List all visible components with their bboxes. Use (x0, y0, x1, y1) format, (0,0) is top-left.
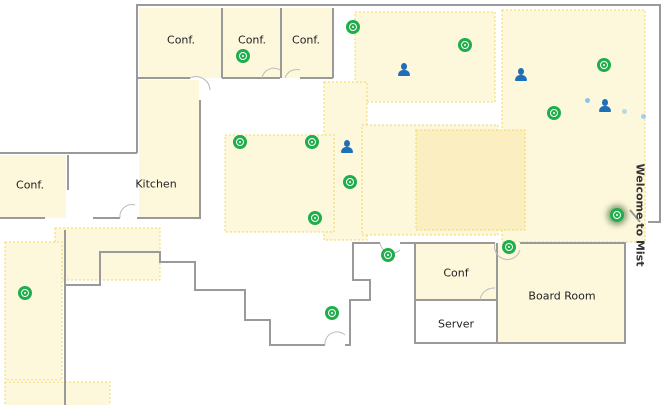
client-trail-dot (584, 97, 590, 103)
access-point-icon[interactable] (458, 38, 472, 52)
client-trail-dot (640, 113, 646, 119)
access-point-icon[interactable] (346, 20, 360, 34)
walls (0, 4, 661, 405)
access-point-icon[interactable] (547, 106, 561, 120)
client-person-icon[interactable] (598, 99, 612, 113)
room-label-conf-3: Conf. (292, 33, 320, 47)
room-label-server: Server (437, 317, 475, 331)
room-label-conf-lower: Conf (443, 266, 469, 280)
room-label-conf-left: Conf. (16, 178, 44, 192)
access-point-icon[interactable] (343, 175, 357, 189)
access-point-icon[interactable] (305, 135, 319, 149)
access-point-icon[interactable] (502, 240, 516, 254)
access-point-icon[interactable] (308, 211, 322, 225)
client-trail-dot (621, 108, 627, 114)
access-point-icon[interactable] (381, 248, 395, 262)
access-point-icon-selected[interactable] (610, 208, 624, 222)
client-person-icon[interactable] (514, 68, 528, 82)
room-label-conf-1: Conf. (167, 33, 195, 47)
room-label-conf-2: Conf. (238, 33, 266, 47)
access-point-icon[interactable] (325, 306, 339, 320)
access-point-icon[interactable] (233, 135, 247, 149)
welcome-label: Welcome to Mist (633, 163, 647, 267)
room-label-kitchen: Kitchen (135, 177, 177, 191)
access-point-icon[interactable] (597, 58, 611, 72)
doors (119, 67, 521, 346)
access-point-icon[interactable] (236, 49, 250, 63)
client-person-icon[interactable] (397, 63, 411, 77)
wifi-zones (0, 8, 646, 405)
room-label-board-room: Board Room (528, 289, 596, 303)
client-person-icon[interactable] (340, 140, 354, 154)
access-point-icon[interactable] (18, 286, 32, 300)
